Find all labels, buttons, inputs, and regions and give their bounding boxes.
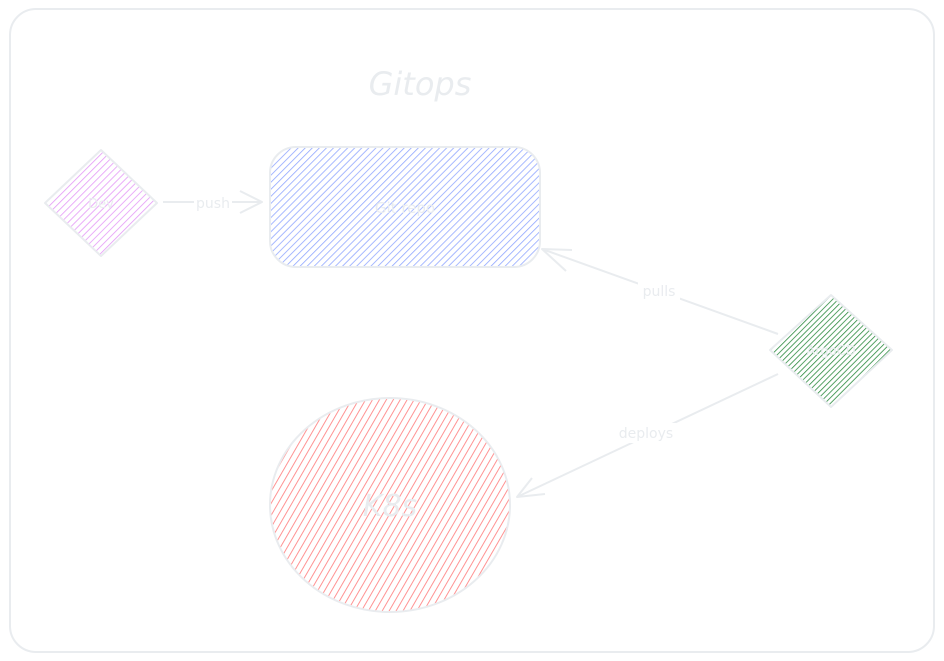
- dev-node-label: Dev: [88, 197, 114, 212]
- pulls-arrow: pulls: [541, 248, 779, 335]
- git-repo-node[interactable]: Git repo: [269, 146, 541, 268]
- diagram-title: Gitops: [369, 65, 472, 103]
- push-arrow-label: push: [196, 196, 230, 212]
- k8s-node-label: K8s: [363, 489, 417, 524]
- dev-node[interactable]: Dev: [44, 149, 158, 257]
- argocd-node-label: ArgoCD: [806, 344, 855, 359]
- push-arrow: push: [163, 190, 263, 214]
- git-repo-node-label: Git repo: [375, 199, 435, 217]
- deploys-arrow-label: deploys: [619, 426, 673, 442]
- diagram-frame: [9, 8, 935, 653]
- deploys-arrow: deploys: [516, 373, 779, 498]
- k8s-node[interactable]: K8s: [269, 397, 511, 613]
- pulls-arrow-label: pulls: [643, 284, 676, 300]
- argocd-node[interactable]: ArgoCD: [769, 294, 893, 408]
